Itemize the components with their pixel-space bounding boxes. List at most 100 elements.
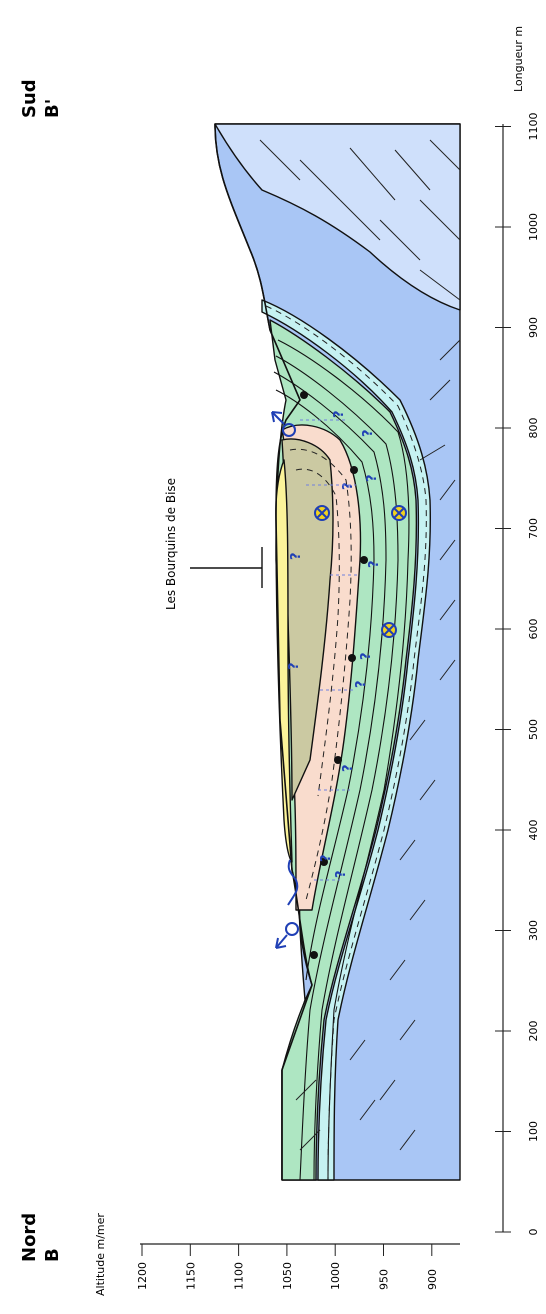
- observation-point: [320, 858, 328, 866]
- joint: [379, 219, 421, 261]
- question-mark: ?: [287, 662, 302, 670]
- altitude-tick-label: 1050: [281, 1262, 294, 1290]
- joint: [295, 1079, 317, 1101]
- length-tick-label: 1100: [527, 113, 540, 141]
- length-tick-label: 1000: [527, 213, 540, 241]
- question-mark: ?: [354, 680, 369, 688]
- joint: [439, 539, 456, 561]
- observation-point: [310, 951, 318, 959]
- question-mark: ?: [367, 560, 382, 568]
- green-boundary: [275, 389, 375, 981]
- green-boundary: [273, 371, 387, 1181]
- joint: [439, 599, 456, 621]
- length-tick-label: 500: [527, 719, 540, 740]
- length-tick-label: 0: [527, 1229, 540, 1236]
- dashed-textures: [265, 305, 427, 1181]
- joint: [349, 147, 396, 201]
- joint: [419, 779, 436, 801]
- uncertain-flows: ????????????: [287, 410, 382, 881]
- length-axis: Longueur m 01002003004005006007008009001…: [495, 26, 540, 1236]
- joint: [439, 659, 456, 681]
- joint: [349, 1039, 366, 1061]
- observation-points: [300, 391, 368, 959]
- joint: [299, 1129, 321, 1151]
- question-mark: ?: [361, 429, 376, 437]
- joint: [409, 899, 426, 921]
- strata: [214, 123, 461, 1181]
- north-point-label: B: [42, 1248, 63, 1262]
- altitude-tick-label: 1100: [233, 1262, 246, 1290]
- altitude-tick-label: 950: [378, 1269, 391, 1290]
- crossed-circle-marker: [381, 622, 397, 638]
- length-axis-label: Longueur m: [512, 26, 525, 92]
- joint: [399, 839, 416, 861]
- crossed-markers: [314, 505, 407, 638]
- altitude-axis: Altitude m/mer 1200 1150 1100 1050 1000 950 90…: [94, 1213, 460, 1296]
- joint: [299, 159, 341, 201]
- north-direction-label: Nord: [19, 1213, 40, 1262]
- joint: [389, 959, 406, 981]
- joint: [439, 479, 456, 501]
- joint: [394, 149, 431, 191]
- altitude-tick-label: 1150: [184, 1262, 197, 1290]
- question-mark: ?: [341, 764, 356, 772]
- layer-marl-band: [261, 299, 431, 1181]
- crossed-circle-marker: [314, 505, 330, 521]
- joint: [409, 719, 426, 741]
- pink-dashes: [295, 468, 340, 797]
- joint: [419, 269, 461, 301]
- joint: [359, 1099, 376, 1121]
- length-tick-label: 800: [527, 418, 540, 439]
- marl-dashes: [265, 305, 427, 1181]
- limestone-joints: [259, 139, 461, 1151]
- layer-upper-limestone: [214, 123, 461, 311]
- observation-point: [300, 391, 308, 399]
- joint: [429, 379, 451, 401]
- question-mark: ?: [319, 854, 334, 862]
- altitude-tick-label: 1200: [136, 1262, 149, 1290]
- spring-marker: [271, 411, 296, 437]
- length-tick-label: 700: [527, 518, 540, 539]
- joint: [379, 1079, 396, 1101]
- altitude-tick-label: 1000: [329, 1262, 342, 1290]
- joint: [259, 139, 301, 181]
- joint: [339, 199, 381, 241]
- south-direction-label: Sud: [19, 79, 40, 118]
- joint: [419, 444, 446, 461]
- pink-dashes: [289, 448, 352, 901]
- length-tick-label: 200: [527, 1021, 540, 1042]
- length-tick-label: 100: [527, 1121, 540, 1142]
- green-boundary: [275, 355, 399, 1181]
- observation-point: [334, 756, 342, 764]
- observation-point: [348, 654, 356, 662]
- length-tick-label: 600: [527, 619, 540, 640]
- altitude-ticks: 1200 1150 1100 1050 1000 950 900: [136, 1244, 439, 1290]
- south-point-label: B': [42, 99, 63, 118]
- joint: [399, 1129, 416, 1151]
- section-end-label: Sud B': [19, 79, 63, 118]
- joint: [399, 1019, 416, 1041]
- joint: [429, 139, 461, 171]
- question-mark: ?: [289, 552, 304, 560]
- spring-marker: [275, 922, 299, 949]
- altitude-tick-label: 900: [426, 1269, 439, 1290]
- joint: [419, 199, 461, 241]
- question-mark: ?: [332, 410, 347, 418]
- question-mark: ?: [359, 652, 374, 660]
- question-mark: ?: [334, 870, 349, 878]
- question-mark-group: ????????????: [287, 410, 382, 878]
- length-tick-label: 400: [527, 820, 540, 841]
- question-mark: ?: [365, 474, 380, 482]
- place-name-label: Les Bourquins de Bise: [164, 478, 178, 610]
- question-mark: ?: [341, 482, 356, 490]
- springs: [271, 411, 299, 949]
- spring-flow: [287, 859, 299, 906]
- crossed-circle-marker: [391, 505, 407, 521]
- altitude-axis-label: Altitude m/mer: [94, 1213, 107, 1296]
- observation-point: [350, 466, 358, 474]
- joint: [439, 339, 461, 361]
- observation-point: [360, 556, 368, 564]
- section-start-label: Nord B: [19, 1213, 63, 1262]
